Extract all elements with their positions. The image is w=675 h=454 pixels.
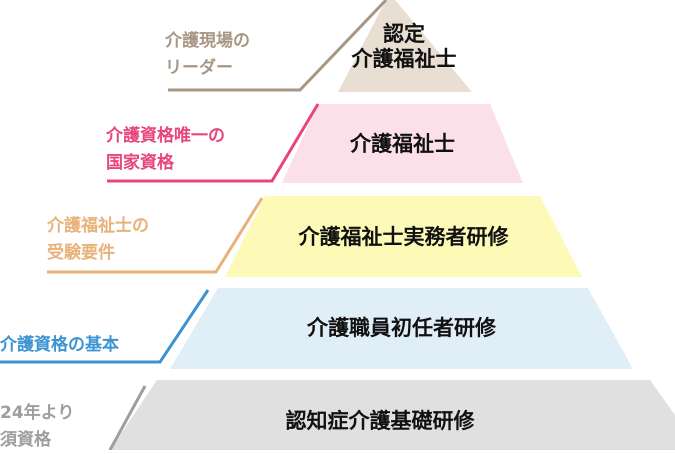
- annotation-1-line2: リーダー: [165, 58, 233, 78]
- level-5-shape: [110, 380, 675, 450]
- annotation-2-line2: 国家資格: [106, 153, 174, 173]
- annotation-1: 介護現場の リーダー: [165, 28, 250, 82]
- annotation-1-line1: 介護現場の: [165, 31, 250, 51]
- level-4-shape: [170, 288, 633, 369]
- annotation-4-line: [0, 289, 210, 364]
- level-3-shape: [225, 196, 582, 277]
- annotation-3-line2: 受験要件: [47, 243, 115, 263]
- level-4-label: 介護職員初任者研修: [307, 316, 496, 340]
- annotation-5-line: [108, 385, 147, 450]
- annotation-2-line: [107, 103, 320, 183]
- annotation-2: 介護資格唯一の 国家資格: [106, 123, 225, 177]
- annotation-5: 24年より 須資格: [0, 400, 74, 454]
- level-1-shape: [338, 0, 472, 92]
- annotation-5-line2: 須資格: [0, 430, 51, 450]
- annotation-2-line1: 介護資格唯一の: [106, 126, 225, 146]
- level-1-label-line1: 認定: [383, 22, 425, 46]
- annotation-1-line: [168, 0, 388, 92]
- annotation-4-line1: 介護資格の基本: [0, 335, 119, 355]
- annotation-3: 介護福祉士の 受験要件: [47, 213, 149, 267]
- level-1-label: 認定 介護福祉士: [337, 22, 471, 72]
- level-2-label: 介護福祉士: [350, 132, 455, 156]
- annotation-3-line1: 介護福祉士の: [47, 216, 149, 236]
- level-2-shape: [282, 104, 523, 183]
- level-1-label-line2: 介護福祉士: [351, 47, 457, 71]
- annotation-5-line1: 24年より: [0, 403, 75, 423]
- level-3-label: 介護福祉士実務者研修: [298, 225, 509, 249]
- annotation-4: 介護資格の基本: [0, 332, 119, 359]
- level-5-label: 認知症介護基礎研修: [285, 409, 475, 433]
- annotation-3-line: [47, 197, 264, 274]
